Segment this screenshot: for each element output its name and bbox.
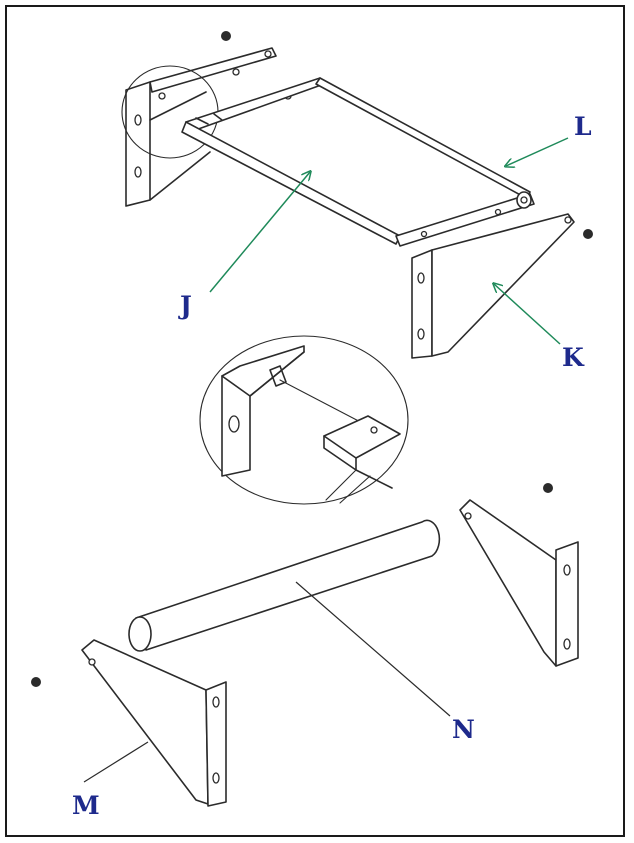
detail-hole	[370, 426, 378, 434]
leader-m	[83, 741, 149, 783]
detail-pin-axis	[279, 379, 373, 429]
frame-rail-left	[181, 121, 401, 245]
bracket-hole	[212, 772, 220, 784]
bracket-m	[31, 639, 227, 807]
label-j: J	[178, 291, 192, 320]
bracket-hole	[88, 658, 96, 666]
left-bracket-front	[125, 81, 151, 207]
detail-pin	[269, 365, 287, 387]
detail-rail-lines	[325, 469, 371, 504]
bracket-m-front	[205, 681, 227, 807]
screw-icon	[31, 677, 41, 687]
bracket-k-plate	[431, 213, 575, 357]
frame-rail-right	[315, 77, 531, 199]
bracket-hole	[464, 512, 472, 520]
bracket-hole	[134, 166, 142, 178]
bracket-right-lower	[459, 483, 579, 667]
frame-hole	[494, 208, 502, 216]
roller-end-cap	[128, 616, 152, 652]
screw-icon	[221, 31, 231, 41]
bracket-m-plate	[81, 639, 209, 805]
detail-rail-tab	[323, 415, 401, 459]
bracket-right-front	[555, 541, 579, 667]
frame-hole	[420, 230, 428, 238]
label-k: K	[562, 343, 585, 372]
roller-body	[135, 519, 441, 651]
frame-rail-front	[395, 193, 535, 247]
bracket-hole	[212, 696, 220, 708]
bracket-hole	[158, 92, 166, 100]
label-n: N	[452, 715, 475, 744]
roller-n	[128, 519, 441, 652]
bracket-hole	[417, 272, 425, 284]
leader-l	[506, 137, 569, 166]
bracket-k	[411, 213, 593, 359]
screw-icon	[583, 229, 593, 239]
bracket-hole	[417, 328, 425, 340]
bracket-hole	[564, 216, 572, 224]
leader-n	[295, 581, 451, 717]
left-bracket-top	[149, 47, 277, 93]
bracket-k-front	[411, 249, 433, 359]
label-l: L	[574, 112, 592, 141]
bracket-hole	[232, 68, 240, 76]
bracket-hole	[264, 50, 272, 58]
leader-k	[494, 284, 561, 345]
frame-assembly-j	[121, 31, 535, 247]
leader-j	[209, 172, 310, 293]
detail-hole	[228, 415, 240, 433]
bracket-hole	[134, 114, 142, 126]
detail-ellipse	[199, 335, 409, 505]
diagram-frame	[5, 5, 625, 837]
frame-tab	[195, 113, 223, 125]
screw-icon	[543, 483, 553, 493]
label-m: M	[72, 791, 100, 820]
detail-view	[199, 335, 409, 505]
roller-end-hole	[520, 196, 528, 204]
detail-bracket-edge	[221, 351, 305, 397]
detail-bracket	[221, 345, 305, 477]
bracket-right-plate	[459, 499, 557, 667]
bracket-hole	[563, 638, 571, 650]
bracket-hole	[563, 564, 571, 576]
left-bracket-gusset	[149, 91, 211, 201]
